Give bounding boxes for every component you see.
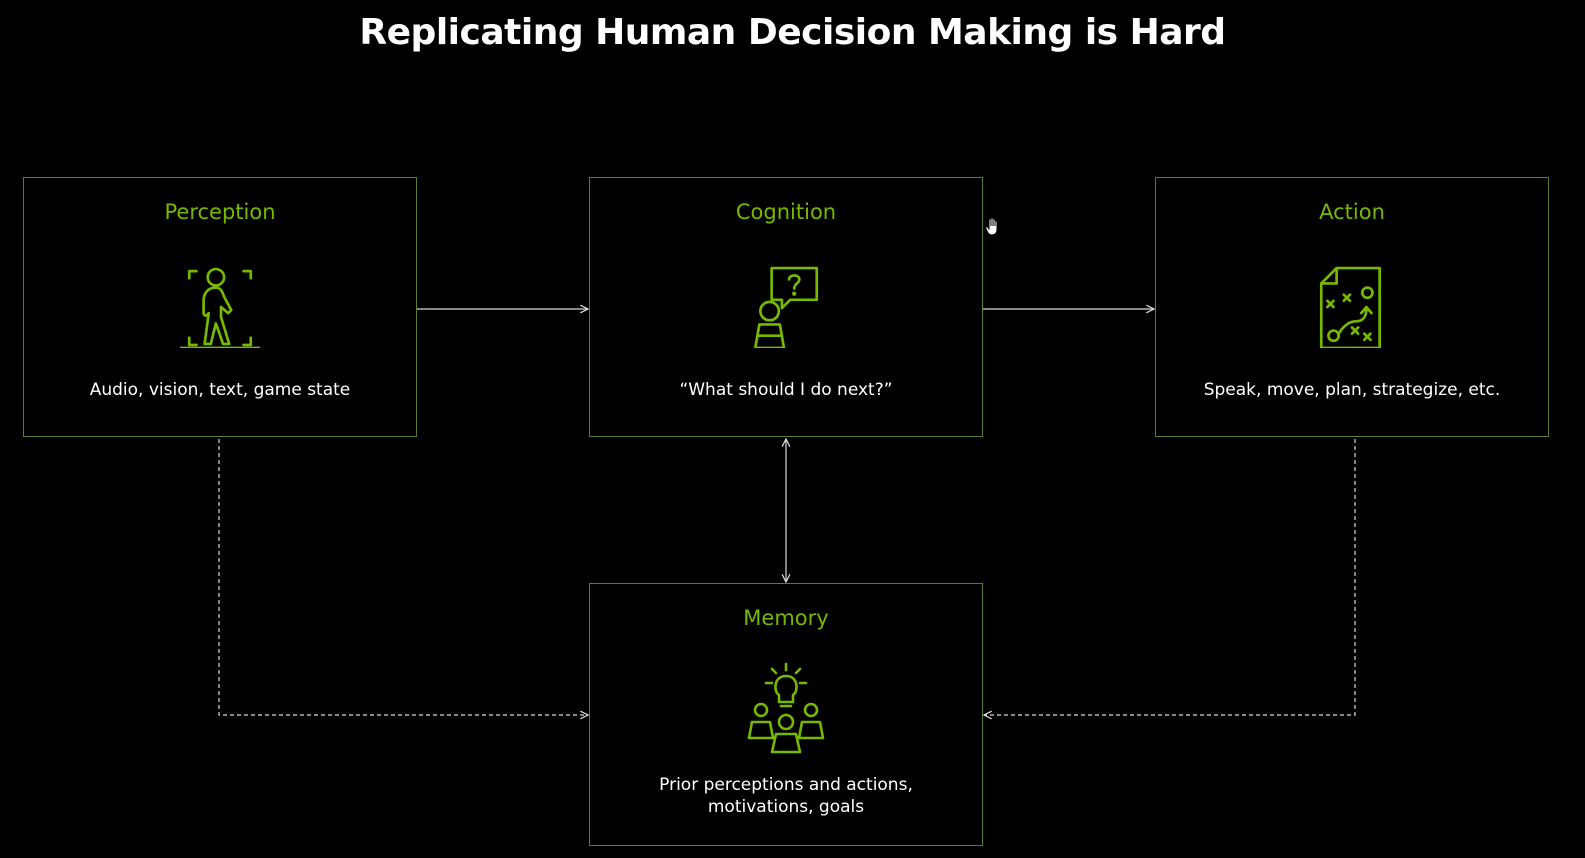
memory-description-line2: motivations, goals — [707, 797, 865, 817]
perception-box: Perception Audio, vision, text, game sta… — [23, 177, 417, 437]
memory-title: Memory — [743, 606, 829, 630]
action-title: Action — [1319, 200, 1385, 224]
memory-description-line1: Prior perceptions and actions, — [659, 775, 913, 795]
perception-description: Audio, vision, text, game state — [89, 380, 351, 400]
hand-cursor-icon — [985, 217, 998, 236]
walking-person-icon — [179, 267, 261, 348]
person-question-icon — [753, 266, 819, 348]
action-box: Action Speak, move, plan, strategize, et… — [1155, 177, 1549, 437]
strategy-plan-icon — [1319, 266, 1382, 348]
cognition-box: Cognition “What should I do next?” — [589, 177, 983, 437]
memory-description: Prior perceptions and actions, motivatio… — [590, 774, 982, 818]
cognition-description: “What should I do next?” — [679, 380, 893, 400]
cognition-title: Cognition — [735, 200, 837, 224]
slide-title: Replicating Human Decision Making is Har… — [359, 12, 1226, 53]
perception-title: Perception — [164, 200, 276, 224]
arrow-perception-memory — [218, 439, 588, 715]
group-idea-icon — [747, 662, 825, 754]
arrow-action-memory — [984, 439, 1356, 715]
action-description: Speak, move, plan, strategize, etc. — [1203, 380, 1501, 400]
memory-box: Memory Prior perceptions and actions, mo… — [589, 583, 983, 846]
